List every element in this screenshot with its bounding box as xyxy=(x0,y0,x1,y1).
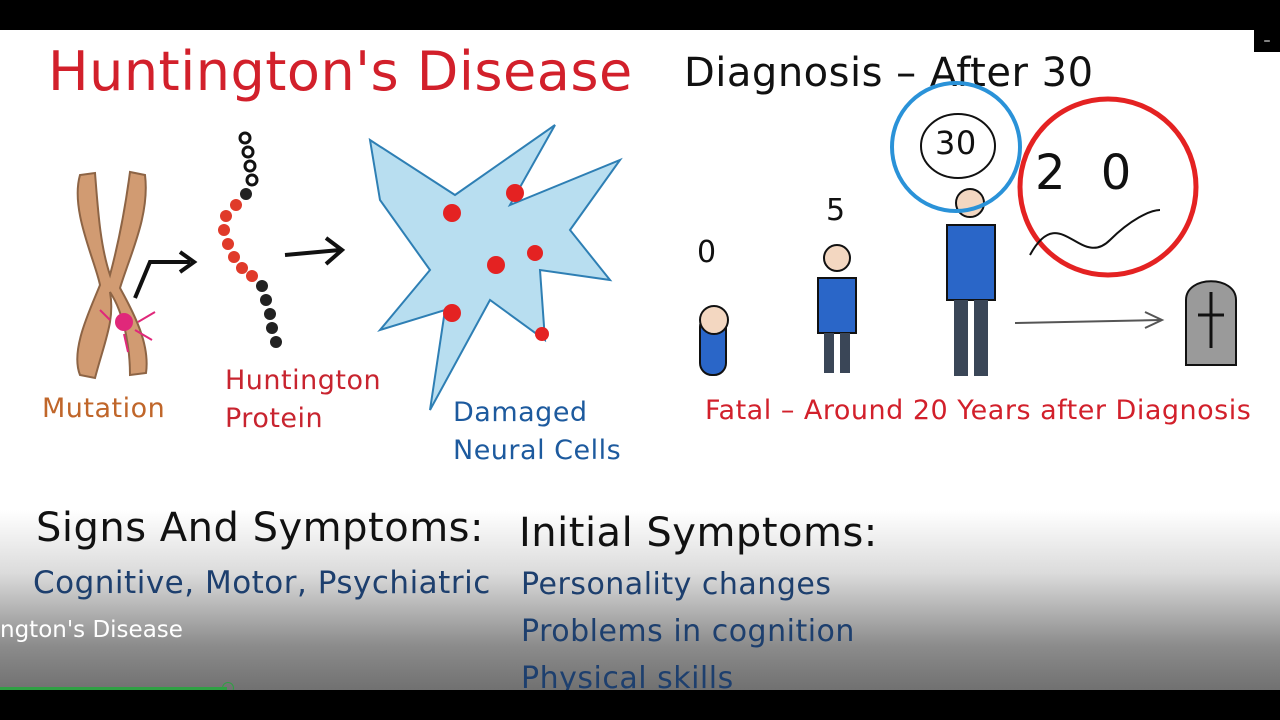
mutation-label: Mutation xyxy=(42,393,166,424)
slide-title: Huntington's Disease xyxy=(48,40,633,103)
initial-symptom-item: Problems in cognition xyxy=(521,614,855,649)
progress-bar[interactable] xyxy=(0,687,227,690)
progress-handle[interactable] xyxy=(221,682,234,690)
age-0-label: 0 xyxy=(697,235,717,270)
arrow-icon xyxy=(284,248,341,257)
illustration xyxy=(76,81,1237,411)
neural-cell-icon xyxy=(368,124,623,411)
arrow-icon xyxy=(133,260,190,299)
protein-label-line1: Huntington xyxy=(225,365,382,396)
protein-chain-icon xyxy=(218,131,282,348)
baby-figure xyxy=(699,305,729,376)
age-50-circle xyxy=(1017,96,1199,278)
video-title[interactable]: ngton's Disease xyxy=(0,617,183,643)
arrow-icon xyxy=(1014,319,1161,324)
age-5-label: 5 xyxy=(826,193,846,228)
tombstone-icon xyxy=(1185,280,1237,366)
cells-label-line1: Damaged xyxy=(453,397,588,428)
cells-label-line2: Neural Cells xyxy=(453,435,622,466)
player-overlay-gradient xyxy=(0,510,1280,690)
fatal-label: Fatal – Around 20 Years after Diagnosis xyxy=(705,395,1252,426)
diagnosis-heading: Diagnosis – After 30 xyxy=(684,50,1094,96)
age-later-label: 2 0 xyxy=(1035,145,1142,201)
signs-heading: Signs And Symptoms: xyxy=(36,505,484,551)
age-30-circle xyxy=(890,81,1022,213)
initial-symptoms-heading: Initial Symptoms: xyxy=(519,510,878,556)
initial-symptom-item: Physical skills xyxy=(521,661,734,690)
protein-label: Huntington Protein xyxy=(225,362,385,438)
child-figure xyxy=(817,244,857,373)
minimize-button[interactable]: – xyxy=(1254,30,1280,52)
protein-label-line2: Protein xyxy=(225,403,324,434)
neural-cells-label: Damaged Neural Cells xyxy=(453,394,653,470)
signs-value: Cognitive, Motor, Psychiatric xyxy=(33,565,491,601)
chromosome-icon xyxy=(76,170,156,380)
video-frame: Huntington's Disease Diagnosis – After 3… xyxy=(0,30,1280,690)
initial-symptom-item: Personality changes xyxy=(521,567,832,602)
age-30-label: 30 xyxy=(935,124,977,162)
adult-figure xyxy=(946,188,996,376)
